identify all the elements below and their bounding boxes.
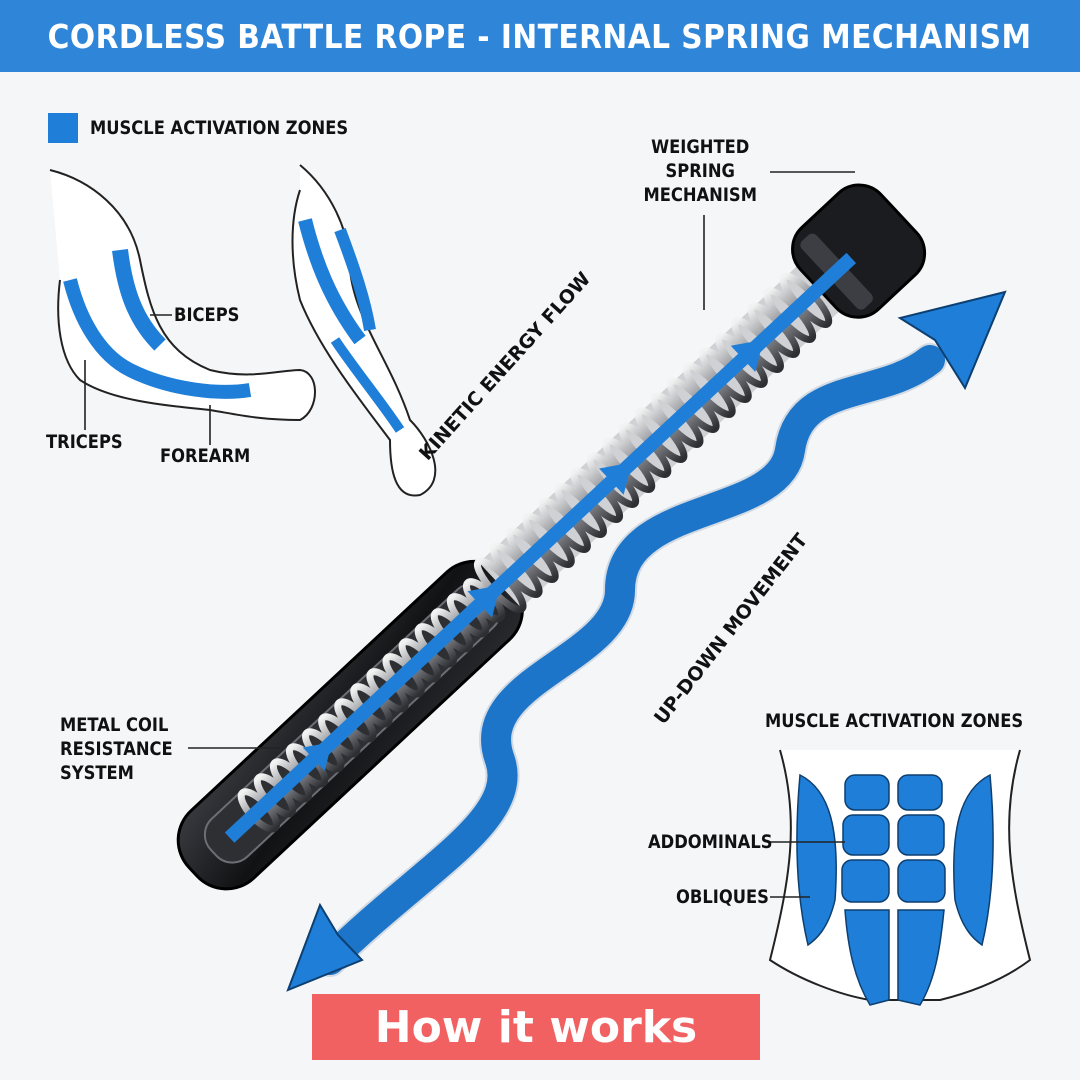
triceps-label: TRICEPS: [46, 431, 123, 453]
device-leader-lines: [188, 171, 855, 749]
how-it-works-banner[interactable]: How it works: [312, 994, 760, 1060]
torso-illustration: [768, 749, 1032, 1006]
arm-illustration: [49, 164, 437, 497]
metal-coil-label: METAL COIL RESISTANCE SYSTEM: [60, 714, 173, 784]
arm-leader-lines: [84, 314, 211, 445]
abdominals-label: ADDOMINALS: [648, 831, 773, 853]
header-bar: CORDLESS BATTLE ROPE - INTERNAL SPRING M…: [0, 0, 1080, 72]
up-down-wave-arrow: [286, 290, 1007, 992]
legend-label: MUSCLE ACTIVATION ZONES: [90, 117, 349, 139]
weighted-spring-label: WEIGHTED SPRING MECHANISM: [643, 136, 757, 206]
obliques-label: OBLIQUES: [676, 886, 769, 908]
how-it-works-text: How it works: [374, 1001, 698, 1053]
torso-title: MUSCLE ACTIVATION ZONES: [765, 710, 1024, 732]
torso-leader-lines: [770, 841, 845, 898]
legend-swatch: [48, 113, 78, 143]
page-title: CORDLESS BATTLE ROPE - INTERNAL SPRING M…: [48, 16, 1032, 56]
kinetic-flow-arrows: [224, 252, 857, 843]
forearm-label: FOREARM: [160, 445, 251, 467]
biceps-label: BICEPS: [174, 304, 240, 326]
battle-rope-device: [176, 183, 927, 891]
